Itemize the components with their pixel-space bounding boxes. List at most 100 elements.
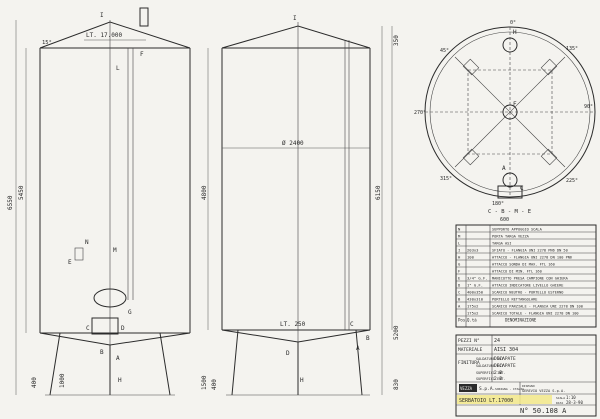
company-place: SORIGNA - ITALIA bbox=[495, 387, 524, 391]
saldature-int-label: SALDATURE INT. bbox=[476, 357, 506, 361]
object-name: SERBATOIO LT.17000 bbox=[459, 398, 513, 404]
parts-header-desc: DENOMINAZIONE bbox=[505, 318, 537, 323]
parts-cell-pos: D bbox=[458, 283, 461, 288]
parts-header-pos: Pos. bbox=[458, 318, 468, 323]
capacity-label: LT. 17.000 bbox=[86, 32, 123, 39]
superfici-int-value: 2 B bbox=[494, 370, 502, 376]
drawn-label: DISEGNO bbox=[522, 384, 535, 388]
parts-cell-pos: C bbox=[458, 290, 460, 295]
angle-r: 90° bbox=[584, 104, 593, 110]
angle-b: 180° bbox=[492, 201, 504, 207]
parts-cell-desc: TARGA ASI bbox=[492, 242, 511, 246]
parts-cell-qty: 175x2 bbox=[467, 311, 478, 316]
bottom-door bbox=[91, 317, 119, 335]
parts-cell-desc: ATTACCO SONDA DI MAX. FTL 160 bbox=[492, 263, 555, 267]
label-i: I bbox=[100, 12, 104, 19]
parts-cell-pos: H bbox=[458, 255, 461, 260]
lt-bottom: LT. 250 bbox=[280, 321, 306, 328]
superfici-est-value: 2 B bbox=[494, 376, 502, 382]
parts-cell-desc: SUPPORTO APPOGGIO SCALA bbox=[492, 228, 543, 232]
side-label-b: B bbox=[366, 335, 370, 342]
drawing-number: N° 50.108 A bbox=[520, 407, 567, 415]
parts-cell-desc: PORTELLO RETTANGOLARE bbox=[492, 298, 537, 302]
label-f: F bbox=[140, 51, 144, 58]
dim-leg: 400 bbox=[31, 377, 38, 388]
parts-cell-qty: 100 bbox=[467, 255, 475, 260]
parts-cell-pos: F bbox=[458, 269, 461, 274]
drawn-value: GEREVIO VEZZA S.p.A. bbox=[522, 389, 565, 393]
object-highlight bbox=[457, 395, 552, 404]
plan-label-h: H bbox=[513, 29, 517, 36]
label-g: G bbox=[128, 309, 132, 316]
plan-view: H F A C 45° 135° 315° 225° 270° 90° 0° 1… bbox=[414, 20, 596, 223]
side-view: I Ø 2400 4800 350 6150 5200 830 1500 400… bbox=[201, 15, 400, 396]
parts-cell-qty: 203x3 bbox=[467, 248, 478, 253]
dim-left-bottom: 1500 bbox=[201, 375, 208, 390]
parts-cell-desc: ATTACCO INDICATORE LIVELLO GHIERE bbox=[492, 284, 563, 288]
dim-diameter: Ø 2400 bbox=[282, 140, 304, 147]
side-label-c: C bbox=[350, 321, 354, 328]
angle-tl: 45° bbox=[440, 48, 449, 54]
angle-top: 15° bbox=[42, 40, 52, 46]
parts-cell-pos: B bbox=[458, 297, 461, 302]
dim-total-right: 6150 bbox=[375, 185, 382, 200]
parts-cell-qty: 430x310 bbox=[467, 297, 484, 302]
plan-bottom-labels: C - B - M - E bbox=[488, 209, 531, 215]
superfici-est-label: SUPERFICI EST. bbox=[476, 377, 506, 381]
side-label-i: I bbox=[293, 15, 297, 22]
parts-cell-desc: SCARICO PARZIALE - FLANGIA UNI 2278 DN 1… bbox=[492, 305, 583, 309]
parts-cell-desc: SFIATO - FLANGIA UNI 2278 PN6 DN 50 bbox=[492, 249, 568, 253]
top-nozzle bbox=[502, 37, 518, 53]
dim-total-height: 6550 bbox=[7, 195, 14, 210]
label-c: C bbox=[86, 325, 90, 332]
angle-l: 270° bbox=[414, 110, 426, 116]
materiale-value: AISI 304 bbox=[494, 347, 518, 353]
pezzi-label: PEZZI N° bbox=[458, 338, 480, 344]
title-block: PEZZI N° 24 MATERIALE AISI 304 FINITURA … bbox=[455, 334, 597, 417]
label-h: H bbox=[118, 377, 122, 384]
plan-label-a: A bbox=[502, 165, 506, 172]
dim-top: 350 bbox=[393, 35, 400, 46]
parts-cell-desc: ATTACCO - FLANGIA UNI 2278 DN 100 PN6 bbox=[492, 256, 572, 260]
plan-label-c: C bbox=[520, 185, 524, 192]
saldature-int-value: DECAPATE bbox=[494, 356, 516, 362]
label-e: E bbox=[68, 259, 72, 266]
dim-body: 4800 bbox=[201, 185, 208, 200]
parts-cell-pos: I bbox=[458, 248, 460, 253]
side-label-d: D bbox=[286, 350, 290, 357]
label-m: M bbox=[113, 247, 117, 254]
parts-cell-qty: 400x350 bbox=[467, 290, 484, 295]
plan-bottom-dim: 600 bbox=[500, 217, 509, 223]
parts-cell-qty: 175x2 bbox=[467, 304, 478, 309]
parts-cell-desc: PORTA TARGA VEZZA bbox=[492, 235, 530, 239]
side-label-h: H bbox=[300, 377, 304, 384]
manhole-door bbox=[93, 288, 127, 308]
saldature-est-label: SALDATURE EST. bbox=[476, 364, 506, 368]
side-label-a: A bbox=[356, 345, 360, 352]
materiale-label: MATERIALE bbox=[458, 347, 483, 353]
dim-inner-height: 5450 bbox=[18, 185, 25, 200]
parts-cell-qty: 3/4" G.F. bbox=[467, 276, 488, 281]
angle-t: 0° bbox=[510, 20, 516, 26]
parts-cell-desc: MANICOTTO PRESA CAMPIONE CON GHIERA bbox=[492, 277, 569, 281]
company-logo: VEZZA bbox=[460, 386, 473, 391]
superfici-int-label: SUPERFICI INT. bbox=[476, 371, 506, 375]
date-value: 28-3-90 bbox=[566, 400, 583, 405]
label-a: A bbox=[116, 355, 120, 362]
parts-cell-desc: SCARICO NEUTRO - PORTELLO ESTERNO bbox=[492, 291, 563, 295]
dim-bottom-right: 830 bbox=[393, 379, 400, 390]
angle-tr: 135° bbox=[566, 46, 578, 52]
angle-bl: 315° bbox=[440, 176, 452, 182]
saldature-est-value: DECAPATE bbox=[494, 363, 516, 369]
parts-cell-pos: G bbox=[458, 262, 461, 267]
vent-pipe bbox=[139, 7, 149, 27]
label-n: N bbox=[85, 239, 89, 246]
pezzi-value: 24 bbox=[494, 338, 500, 344]
company-logo-box bbox=[459, 384, 477, 392]
company-name: S.p.A. bbox=[479, 386, 495, 392]
scale-value: 1:10 bbox=[566, 395, 576, 400]
finitura-label: FINITURA bbox=[458, 360, 480, 366]
label-b: B bbox=[100, 349, 104, 356]
